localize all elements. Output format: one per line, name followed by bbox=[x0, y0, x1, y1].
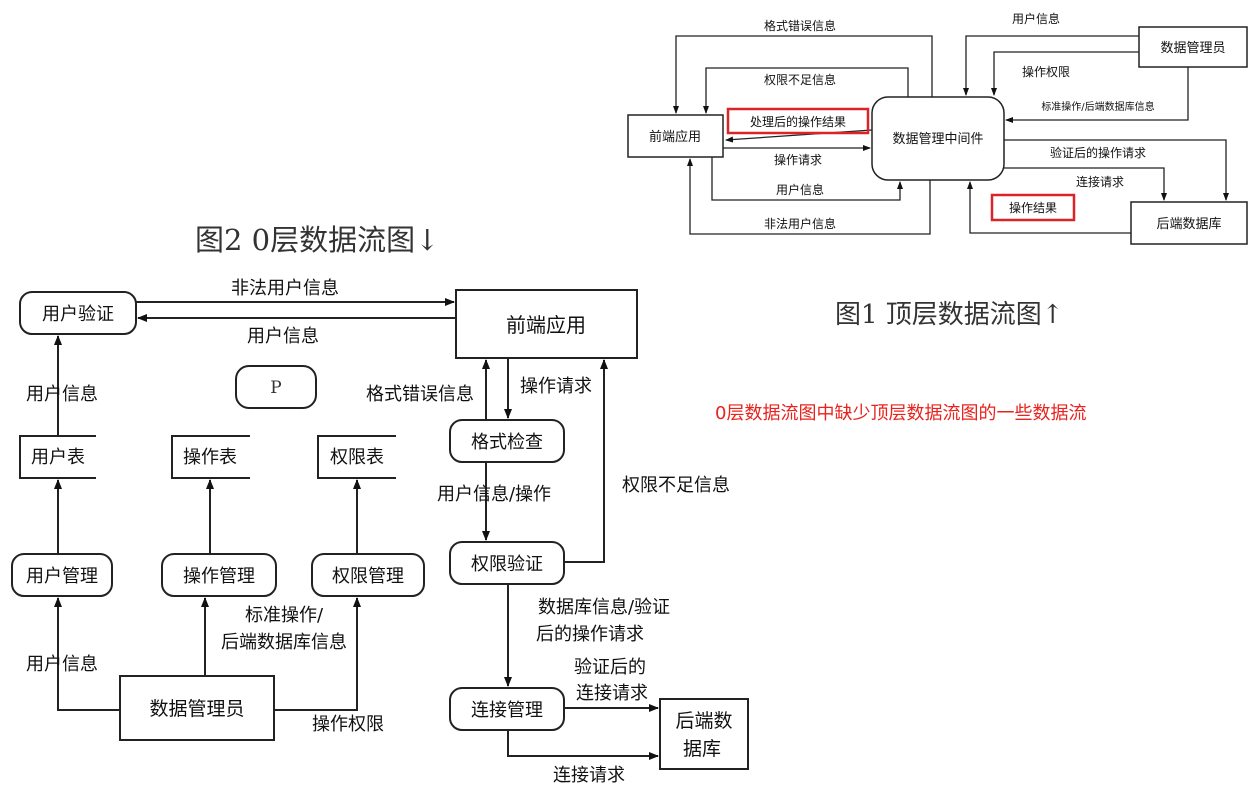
top-middleware-node bbox=[871, 96, 1005, 181]
annotation-note: 0层数据流图中缺少顶层数据流图的一些数据流 bbox=[715, 403, 1086, 424]
l0-user-verify-label: 用户验证 bbox=[42, 304, 114, 325]
l0-flow-std-ops-line2: 后端数据库信息 bbox=[221, 632, 347, 653]
l0-perm-mgmt-label: 权限管理 bbox=[332, 566, 404, 587]
top-flow-dba-user-info: 用户信息 bbox=[1012, 11, 1060, 26]
l0-backend-label-line1: 后端数 bbox=[675, 710, 732, 732]
top-highlight-op-result bbox=[990, 193, 1076, 222]
top-backend-node bbox=[1130, 201, 1248, 245]
l0-flow-format-error: 格式错误信息 bbox=[366, 384, 474, 405]
l0-user-mgmt-node bbox=[11, 553, 113, 597]
top-frontend-node bbox=[627, 114, 724, 158]
top-flow-insufficient-perm: 权限不足信息 bbox=[764, 72, 836, 87]
level0-diagram: 图2 0层数据流图↓ 用户验证 前端应用 P 非法用户信息 用户信息 用户表 操… bbox=[11, 223, 749, 786]
l0-user-table-label: 用户表 bbox=[31, 447, 85, 468]
top-flow-op-permission: 操作权限 bbox=[1022, 64, 1070, 79]
l0-flow-illegal-user: 非法用户信息 bbox=[231, 278, 339, 299]
l0-perm-verify-label: 权限验证 bbox=[471, 554, 543, 575]
l0-op-table-store: 操作表 bbox=[171, 435, 250, 479]
l0-dba-node bbox=[119, 675, 275, 741]
top-dba-node bbox=[1138, 26, 1248, 68]
top-level-diagram: 前端应用 数据管理中间件 数据管理员 后端数据库 格式错误信息 权限不足信息 处… bbox=[627, 11, 1248, 330]
l0-flow-user-info-op: 用户信息/操作 bbox=[437, 484, 551, 505]
l0-flow-verified-conn-line2: 连接请求 bbox=[576, 683, 648, 704]
top-dba-label: 数据管理员 bbox=[1160, 41, 1225, 56]
l0-perm-mgmt-node bbox=[311, 553, 425, 597]
l0-flow-conn-request: 连接请求 bbox=[553, 765, 625, 786]
l0-flow-verified-conn-line1: 验证后的 bbox=[574, 657, 646, 678]
l0-user-table-store: 用户表 bbox=[19, 435, 96, 479]
top-flow-op-result: 操作结果 bbox=[1009, 200, 1057, 215]
l0-flow-insufficient-perm: 权限不足信息 bbox=[622, 475, 730, 496]
l0-op-mgmt-node bbox=[161, 553, 277, 597]
l0-frontend-node bbox=[455, 289, 638, 359]
l0-flow-db-info-line1: 数据库信息/验证 bbox=[538, 597, 670, 618]
l0-frontend-label: 前端应用 bbox=[506, 313, 586, 337]
l0-flow-user-info-bottom: 用户信息 bbox=[26, 654, 98, 675]
l0-user-mgmt-label: 用户管理 bbox=[26, 566, 98, 587]
l0-perm-table-store: 权限表 bbox=[317, 435, 396, 479]
top-frontend-label: 前端应用 bbox=[649, 129, 701, 145]
level0-diagram-caption: 图2 0层数据流图↓ bbox=[195, 223, 439, 257]
l0-p-marker-label: P bbox=[270, 378, 281, 398]
top-flow-format-error: 格式错误信息 bbox=[764, 18, 836, 33]
l0-flow-user-info-left: 用户信息 bbox=[26, 384, 98, 405]
top-backend-label: 后端数据库 bbox=[1156, 216, 1221, 232]
l0-conn-mgmt-label: 连接管理 bbox=[471, 700, 543, 721]
top-flow-processed-result: 处理后的操作结果 bbox=[750, 114, 846, 129]
l0-backend-node bbox=[659, 698, 749, 770]
top-flow-op-request: 操作请求 bbox=[774, 152, 822, 167]
l0-dba-label: 数据管理员 bbox=[149, 698, 244, 720]
top-flow-std-ops: 标准操作/后端数据库信息 bbox=[1041, 100, 1154, 113]
l0-backend-label-line2: 据库 bbox=[683, 738, 721, 760]
top-diagram-caption: 图1 顶层数据流图↑ bbox=[835, 300, 1064, 330]
l0-op-mgmt-label: 操作管理 bbox=[183, 566, 255, 587]
top-flow-conn-request: 连接请求 bbox=[1076, 174, 1124, 189]
l0-user-verify-node bbox=[19, 291, 137, 335]
l0-flow-std-ops-line1: 标准操作/ bbox=[245, 605, 324, 626]
l0-format-check-label: 格式检查 bbox=[471, 432, 543, 453]
top-highlight-processed-result bbox=[726, 107, 870, 135]
l0-flow-op-permission: 操作权限 bbox=[312, 714, 384, 735]
l0-flow-db-info-line2: 后的操作请求 bbox=[536, 624, 644, 645]
l0-p-marker bbox=[235, 365, 317, 409]
top-middleware-label: 数据管理中间件 bbox=[892, 132, 983, 147]
top-flow-verified-request: 验证后的操作请求 bbox=[1050, 145, 1146, 160]
l0-flow-op-request: 操作请求 bbox=[520, 376, 592, 397]
l0-flow-user-info-top: 用户信息 bbox=[247, 326, 319, 347]
top-flow-illegal-user: 非法用户信息 bbox=[764, 216, 836, 231]
l0-format-check-node bbox=[449, 419, 565, 463]
top-flow-user-info: 用户信息 bbox=[776, 182, 824, 197]
l0-op-table-label: 操作表 bbox=[183, 447, 237, 468]
l0-perm-table-label: 权限表 bbox=[330, 447, 384, 468]
